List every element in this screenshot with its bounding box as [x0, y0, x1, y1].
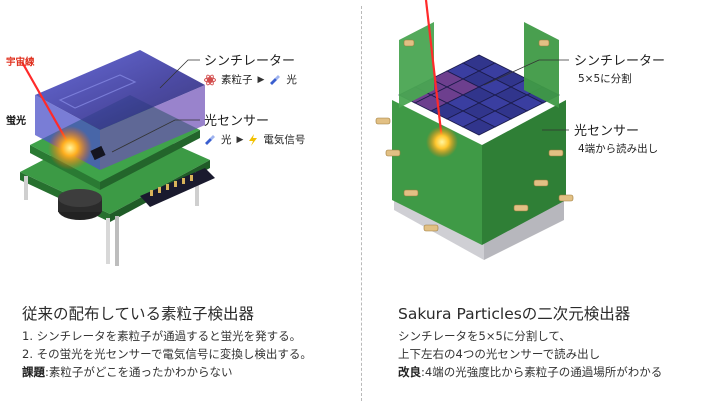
scintillation-glow [48, 126, 92, 170]
scintillator-conversion: 素粒子 ▶ 光 [204, 72, 297, 87]
flashlight-icon [269, 74, 281, 86]
sensor-title: 光センサー [204, 114, 270, 129]
improve-text: :4端の光強度比から素粒子の通過場所がわかる [421, 365, 663, 379]
left-line-2: 2. その蛍光を光センサーで電気信号に変換し検出する。 [22, 347, 312, 361]
sensor-to: 電気信号 [263, 134, 306, 146]
light-sensor-chip [90, 145, 106, 161]
improve-key: 改良 [398, 365, 421, 379]
conventional-detector-illustration [20, 50, 215, 266]
right-improvement: 改良:4端の光強度比から素粒子の通過場所がわかる [398, 364, 662, 380]
scintillator-title: シンチレーター [204, 54, 296, 69]
scintillator-to: 光 [286, 74, 297, 86]
cosmic-ray-label: 宇宙線 [6, 57, 35, 68]
arrow-right-icon: ▶ [257, 74, 265, 85]
panel-divider [361, 6, 362, 401]
grid-scintillator-sub: 5×5に分割 [578, 73, 632, 85]
sensor-from: 光 [221, 134, 232, 146]
arrow-right-icon: ▶ [236, 134, 244, 145]
sensor-conversion: 光 ▶ 電気信号 [204, 132, 305, 147]
issue-key: 課題 [22, 365, 45, 379]
right-panel: シンチレーター 5×5に分割 光センサー 4端から読み出し Sakura Par… [364, 0, 724, 407]
grid-scintillator-title: シンチレーター [574, 54, 666, 69]
left-line-1: 1. シンチレータを素粒子が通過すると蛍光を発する。 [22, 329, 302, 343]
two-dimensional-detector-illustration [375, 0, 574, 260]
edge-sensor-sub: 4端から読み出し [578, 143, 659, 155]
right-line-1: シンチレータを5×5に分割して、 [398, 329, 571, 343]
left-panel: 宇宙線 蛍光 シンチレーター 素粒子 ▶ 光 光センサー 光 ▶ 電気信号 従来… [0, 0, 360, 407]
cosmic-ray-beam [424, 0, 444, 141]
sma-connectors [375, 39, 574, 232]
particle-icon [204, 74, 216, 86]
grid-cell [462, 118, 496, 136]
bolt-icon [248, 133, 258, 146]
right-line-2: 上下左右の4つの光センサーで読み出し [398, 347, 601, 361]
scintillation-glow [426, 126, 458, 158]
right-heading: Sakura Particlesの二次元検出器 [398, 305, 631, 323]
flashlight-icon [204, 134, 216, 146]
left-issue: 課題:素粒子がどこを通ったかわからない [22, 364, 233, 380]
side-board-right [482, 100, 566, 245]
scintillation-label: 蛍光 [6, 116, 26, 127]
edge-sensor-title: 光センサー [574, 124, 640, 139]
side-board-left [392, 100, 482, 245]
left-heading: 従来の配布している素粒子検出器 [22, 305, 255, 323]
scintillator-from: 素粒子 [221, 74, 253, 86]
issue-text: :素粒子がどこを通ったかわからない [45, 365, 233, 379]
